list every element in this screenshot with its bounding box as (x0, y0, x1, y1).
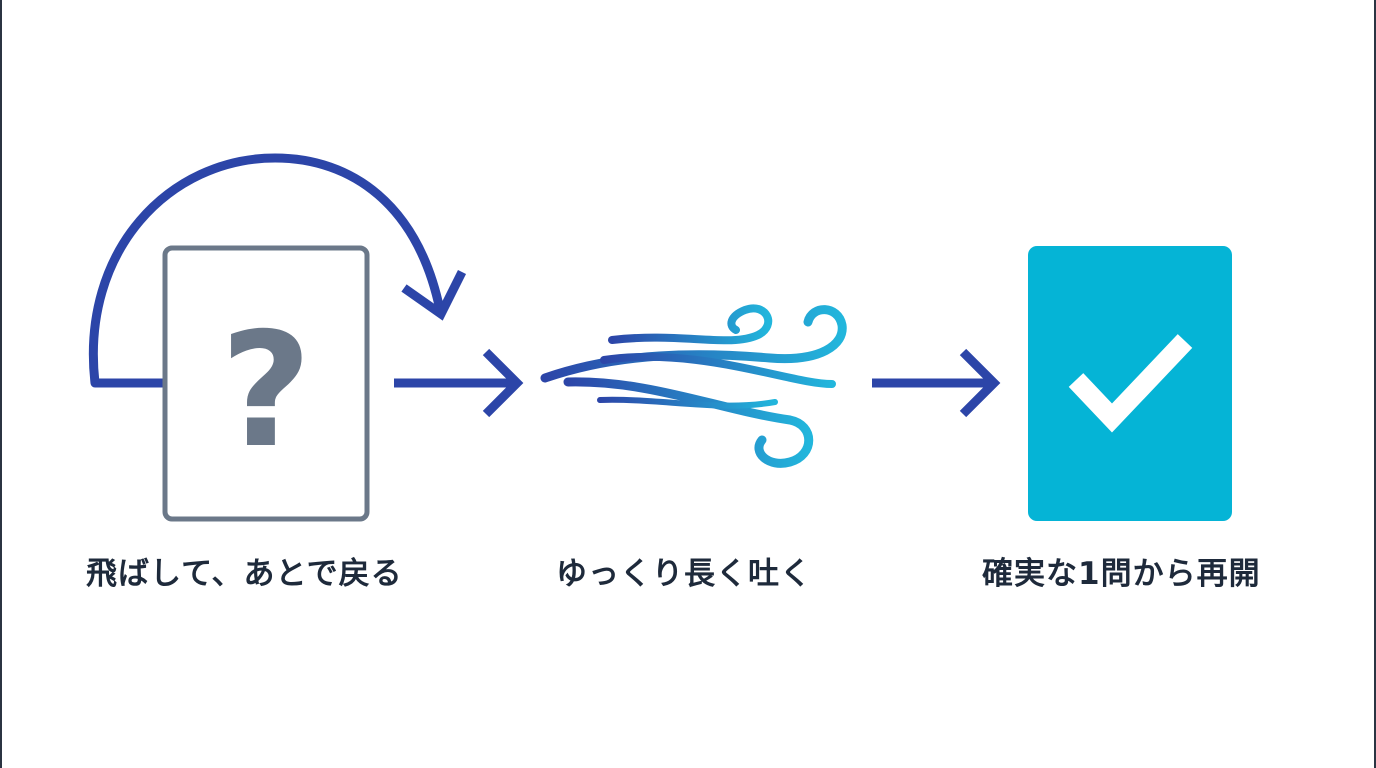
arrow-2-icon (872, 348, 1001, 418)
skip-arc-arrow (89, 153, 445, 388)
question-mark-icon: ? (220, 299, 312, 483)
step-1-label: 飛ばして、あとで戻る (86, 556, 403, 592)
wind-breath-icon (540, 304, 847, 468)
question-card (162, 245, 370, 522)
skip-arc-arrowhead (401, 269, 467, 321)
arrow-1-icon (394, 348, 524, 418)
step-2-label: ゆっくり長く吐く (556, 556, 812, 592)
step-3-label: 確実な1問から再開 (982, 556, 1261, 592)
checkmark-icon (1068, 334, 1193, 433)
check-card-icon (1028, 246, 1232, 521)
skip-question-icon: ? (89, 153, 467, 522)
